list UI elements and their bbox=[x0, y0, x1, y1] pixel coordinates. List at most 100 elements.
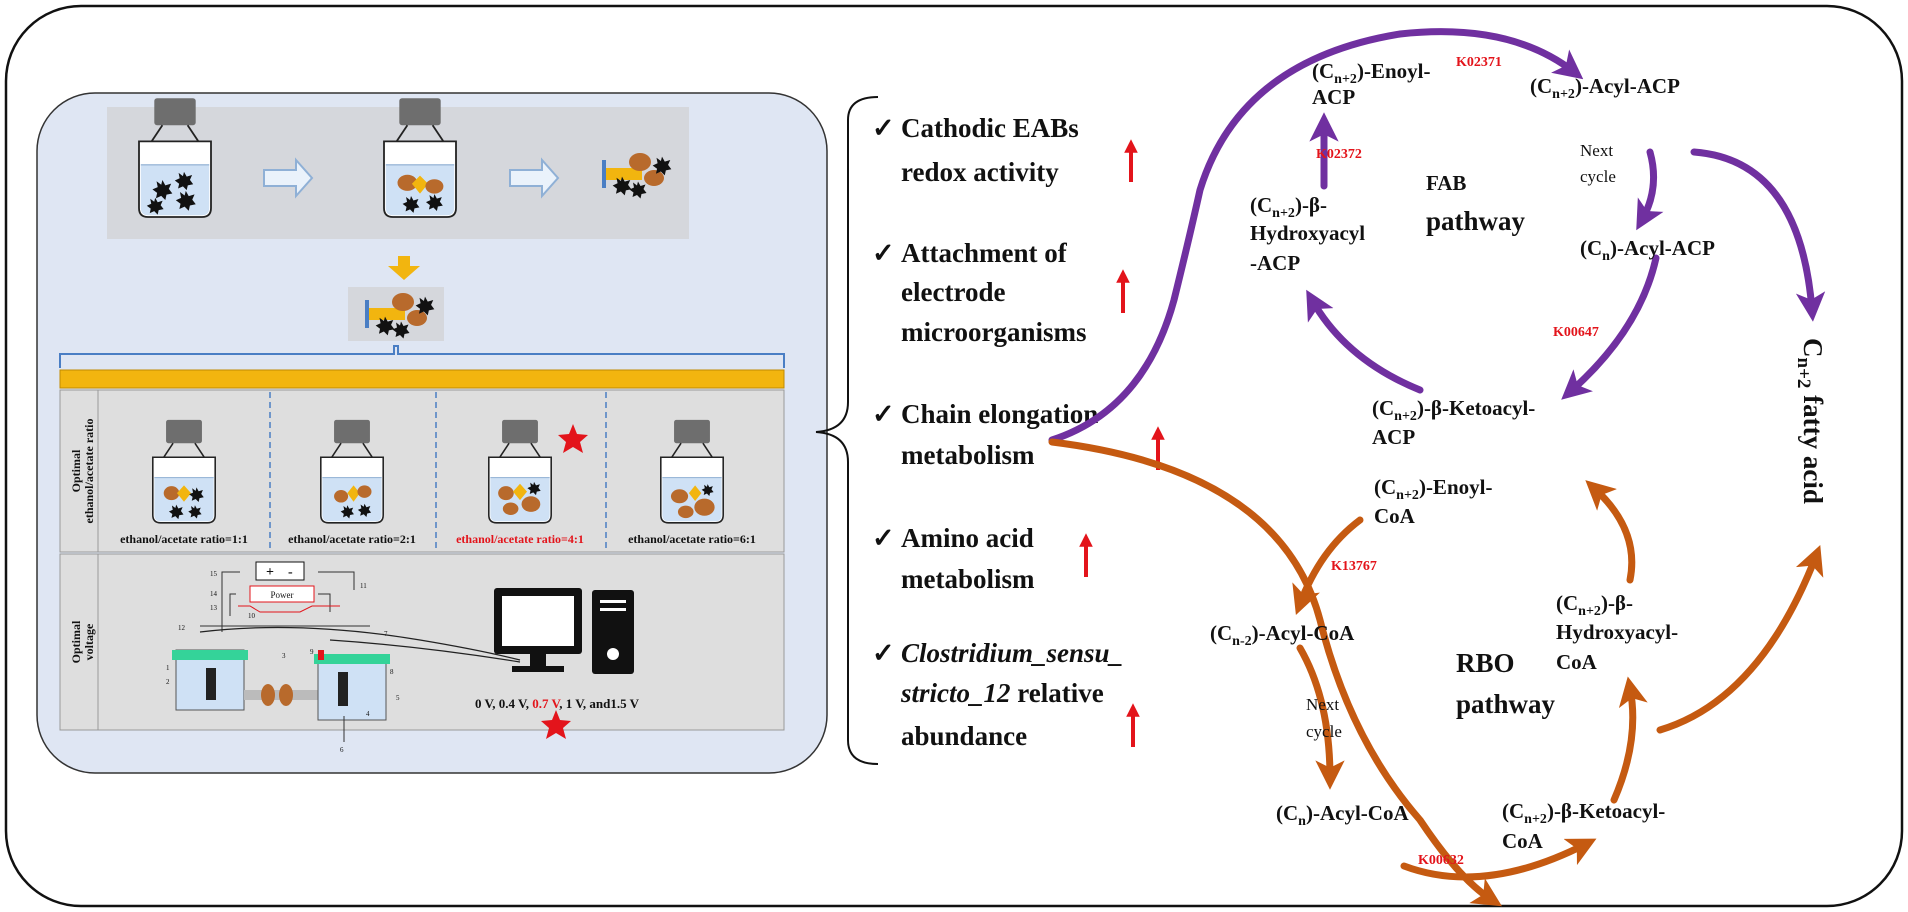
hydroxyacyl-acp-line2: Hydroxyacyl bbox=[1250, 221, 1365, 245]
product-fatty-acid: Cn+2 fatty acid bbox=[1793, 338, 1828, 504]
voltage-section bbox=[59, 553, 785, 731]
experiment-panel: Optimal ethanol/acetate ratio bbox=[36, 92, 828, 774]
svg-text:15: 15 bbox=[210, 570, 218, 578]
finding-2-line-1: Attachment of bbox=[901, 238, 1068, 268]
rbo-labels: RBO pathway (Cn+2)-Enoyl- CoA (Cn-2)-Acy… bbox=[1210, 475, 1678, 853]
attached-cells-1 bbox=[602, 153, 672, 199]
svg-text:10: 10 bbox=[248, 612, 256, 620]
ratio-label-4: ethanol/acetate ratio=6:1 bbox=[628, 532, 756, 546]
ratio-jar-1 bbox=[152, 419, 216, 524]
svg-text:5: 5 bbox=[396, 694, 400, 702]
fab-enzymes: K02371 K02372 K00647 bbox=[1316, 55, 1599, 340]
enoyl-coa-line1: (Cn+2)-Enoyl- bbox=[1374, 475, 1492, 503]
hydroxyacyl-coa-line2: Hydroxyacyl- bbox=[1556, 620, 1678, 644]
fab-labels: FAB pathway (Cn+2)-Enoyl- ACP (Cn+2)-Acy… bbox=[1250, 59, 1715, 449]
acyl-coa-n: (Cn)-Acyl-CoA bbox=[1276, 801, 1409, 829]
rbo-title-1: RBO bbox=[1456, 648, 1515, 678]
finding-5-line-1: Clostridium_sensu_ bbox=[901, 638, 1123, 668]
finding-4-line-1: Amino acid bbox=[901, 523, 1034, 553]
finding-5-line-2: stricto_12 relative bbox=[900, 678, 1104, 708]
ketoacyl-coa-line1: (Cn+2)-β-Ketoacyl- bbox=[1502, 799, 1665, 827]
finding-2-line-3: microorganisms bbox=[901, 317, 1086, 347]
check-1: ✓ bbox=[872, 113, 895, 143]
check-4: ✓ bbox=[872, 523, 895, 553]
fab-arrows bbox=[1048, 28, 1826, 444]
acyl-acp-n: (Cn)-Acyl-ACP bbox=[1580, 236, 1715, 264]
rbo-arrows bbox=[1048, 438, 1824, 907]
ratio-jar-2 bbox=[320, 419, 384, 524]
step-arrow-1 bbox=[263, 157, 314, 199]
svg-text:4: 4 bbox=[366, 710, 370, 718]
svg-text:cycle: cycle bbox=[1306, 722, 1342, 741]
fab-next-cycle: Next cycle bbox=[1580, 141, 1616, 186]
ratio-label-2: ethanol/acetate ratio=2:1 bbox=[288, 532, 416, 546]
svg-text:Next: Next bbox=[1306, 695, 1339, 714]
hydroxyacyl-coa-line3: CoA bbox=[1556, 650, 1598, 674]
svg-text:11: 11 bbox=[360, 582, 367, 590]
gold-bar bbox=[59, 369, 785, 389]
svg-text:3: 3 bbox=[282, 652, 286, 660]
ketoacyl-coa-line2: CoA bbox=[1502, 829, 1544, 853]
check-2: ✓ bbox=[872, 238, 895, 268]
rbo-enzymes: K13767 K00632 bbox=[1331, 559, 1464, 868]
ratio-optimal-star bbox=[558, 424, 588, 453]
finding-4-line-2: metabolism bbox=[901, 564, 1035, 594]
ketoacyl-acp-line2: ACP bbox=[1372, 425, 1415, 449]
fab-title-2: pathway bbox=[1426, 206, 1526, 236]
svg-text:2: 2 bbox=[166, 678, 170, 686]
acyl-acp-n2: (Cn+2)-Acyl-ACP bbox=[1530, 74, 1680, 102]
svg-text:13: 13 bbox=[210, 604, 218, 612]
svg-text:7: 7 bbox=[384, 630, 388, 638]
ratio-label-3-optimal: ethanol/acetate ratio=4:1 bbox=[456, 532, 584, 546]
curly-brace bbox=[815, 96, 879, 765]
svg-text:+: + bbox=[266, 565, 274, 580]
voltage-section-label-1: Optimal bbox=[69, 620, 83, 663]
enoyl-acp-line1: (Cn+2)-Enoyl- bbox=[1312, 59, 1430, 87]
svg-text:Next: Next bbox=[1580, 141, 1613, 160]
down-arrow bbox=[388, 256, 420, 280]
enzyme-k00632: K00632 bbox=[1418, 853, 1464, 868]
enzyme-k13767: K13767 bbox=[1331, 559, 1377, 574]
svg-text:8: 8 bbox=[390, 668, 394, 676]
finding-5-line-3: abundance bbox=[901, 721, 1027, 751]
rbo-title-2: pathway bbox=[1456, 689, 1556, 719]
enzyme-k00647: K00647 bbox=[1553, 325, 1599, 340]
findings-list: ✓ Cathodic EABs redox activity ✓ Attachm… bbox=[872, 113, 1123, 751]
ratio-jar-3 bbox=[488, 419, 552, 524]
finding-1-line-1: Cathodic EABs bbox=[901, 113, 1079, 143]
attached-cells-2 bbox=[365, 293, 435, 339]
finding-3-line-1: Chain elongation bbox=[901, 399, 1098, 429]
voltage-optimal-star bbox=[541, 710, 571, 739]
hydroxyacyl-coa-line1: (Cn+2)-β- bbox=[1556, 591, 1633, 619]
finding-2-line-2: electrode bbox=[901, 277, 1005, 307]
svg-text:14: 14 bbox=[210, 590, 218, 598]
hydroxyacyl-acp-line3: -ACP bbox=[1250, 251, 1300, 275]
ratio-jar-4 bbox=[660, 419, 724, 524]
reactor-schematic: + - Power 15 14 13 12 11 10 bbox=[166, 561, 521, 754]
ratio-section-label-2: ethanol/acetate ratio bbox=[82, 419, 96, 524]
fab-title-1: FAB bbox=[1426, 171, 1466, 195]
finding-1-line-2: redox activity bbox=[901, 157, 1059, 187]
rbo-next-cycle: Next cycle bbox=[1306, 695, 1342, 741]
step-arrow-2 bbox=[509, 157, 560, 199]
enzyme-k02372: K02372 bbox=[1316, 147, 1362, 162]
finding-3-line-2: metabolism bbox=[901, 440, 1035, 470]
svg-text:6: 6 bbox=[340, 746, 344, 754]
enoyl-acp-line2: ACP bbox=[1312, 85, 1355, 109]
enoyl-coa-line2: CoA bbox=[1374, 504, 1416, 528]
check-3: ✓ bbox=[872, 399, 895, 429]
check-5: ✓ bbox=[872, 638, 895, 668]
svg-text:9: 9 bbox=[310, 648, 314, 656]
ketoacyl-acp-line1: (Cn+2)-β-Ketoacyl- bbox=[1372, 396, 1535, 424]
ratio-label-1: ethanol/acetate ratio=1:1 bbox=[120, 532, 248, 546]
svg-text:1: 1 bbox=[166, 664, 170, 672]
power-label: Power bbox=[271, 590, 294, 600]
svg-text:-: - bbox=[288, 565, 293, 580]
voltage-section-label-2: voltage bbox=[82, 623, 96, 660]
svg-text:12: 12 bbox=[178, 624, 186, 632]
svg-text:cycle: cycle bbox=[1580, 167, 1616, 186]
acyl-coa-n2: (Cn-2)-Acyl-CoA bbox=[1210, 621, 1355, 649]
enzyme-k02371: K02371 bbox=[1456, 55, 1502, 70]
